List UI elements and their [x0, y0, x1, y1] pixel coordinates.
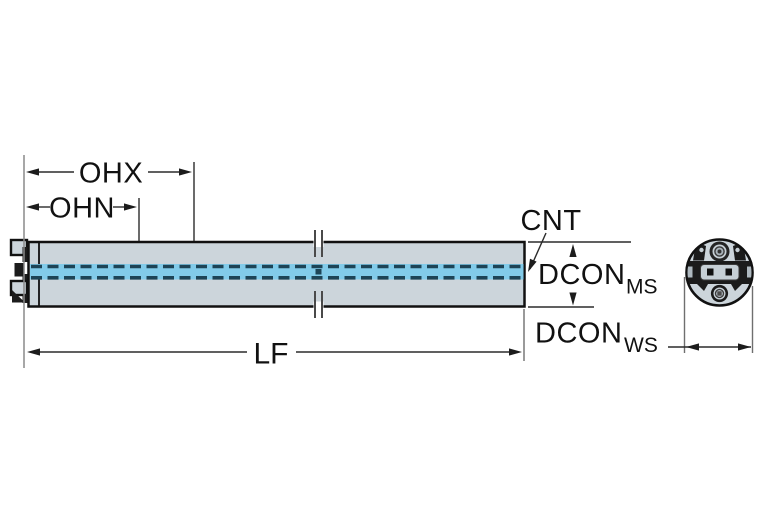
dimension-lf: LF	[27, 338, 522, 371]
clamp-end-details	[9, 238, 29, 303]
dimension-ohx: OHX	[26, 158, 192, 190]
label-dcon-ws-subscript: WS	[624, 334, 658, 357]
label-dcon-ms: DCON	[538, 259, 625, 291]
end-view	[685, 238, 754, 307]
tool-body	[27, 240, 526, 308]
label-lf: LF	[253, 338, 288, 371]
break-symbol	[313, 230, 324, 318]
dimension-ohn: OHN	[26, 193, 137, 225]
label-dcon-ms-subscript: MS	[626, 276, 658, 299]
label-cnt: CNT	[520, 205, 581, 237]
label-ohn: OHN	[49, 193, 115, 225]
cnt-leader: CNT	[520, 205, 581, 272]
label-ohx: OHX	[79, 158, 143, 190]
end-view-top-screw-icon	[709, 241, 730, 262]
end-view-bottom-screw-icon	[710, 284, 729, 303]
dimension-dcon-ws: DCON WS	[535, 318, 751, 357]
dimension-dcon-ms: DCON MS	[528, 241, 658, 308]
end-view-slot	[700, 264, 740, 281]
label-dcon-ws: DCON	[535, 318, 622, 350]
